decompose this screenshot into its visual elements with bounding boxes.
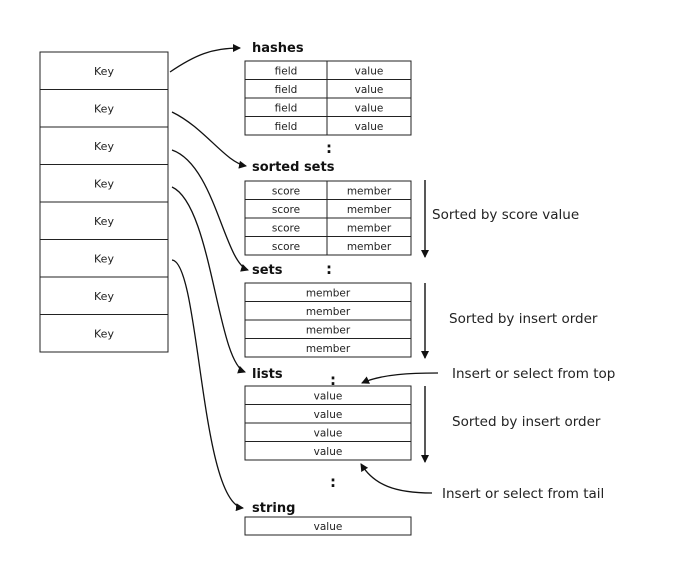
lists-title: lists — [252, 367, 283, 382]
sorted-sets-row-right-text: member — [347, 185, 392, 197]
key-connectors — [169, 44, 249, 512]
hashes-row-left-text: field — [275, 65, 298, 77]
lists-group: lists : value value value value : Sorted by… — [244, 366, 615, 502]
sets-row-text: member — [306, 343, 351, 355]
sets-row-text: member — [306, 324, 351, 336]
string-title: string — [252, 501, 295, 516]
sorted-sets-row-right-text: member — [347, 241, 392, 253]
key-cell: Key — [94, 177, 114, 190]
sets-title: sets — [252, 263, 283, 278]
connector-string — [171, 259, 244, 512]
key-cell: Key — [94, 65, 114, 78]
lists-tail-arrow — [360, 463, 433, 494]
lists-top-ellipsis: : — [330, 371, 336, 389]
hashes-row-right-text: value — [355, 121, 384, 133]
key-cell: Key — [94, 215, 114, 228]
string-value: value — [314, 521, 343, 533]
key-cell: Key — [94, 290, 114, 303]
sorted-sets-title: sorted sets — [252, 160, 335, 175]
sorted-sets-row-left-text: score — [272, 204, 300, 216]
hashes-title: hashes — [252, 41, 304, 56]
sets-note: Sorted by insert order — [449, 311, 598, 327]
string-group: string value — [244, 501, 412, 536]
hashes-row-right-text: value — [355, 84, 384, 96]
sorted-sets-row-right-text: member — [347, 204, 392, 216]
lists-row-text: value — [314, 446, 343, 458]
sets-group: sets member member member member Sorted by … — [244, 263, 598, 359]
lists-tail-note: Insert or select from tail — [442, 486, 604, 502]
hashes-row-left-text: field — [275, 121, 298, 133]
sorted-sets-row-right-text: member — [347, 222, 392, 234]
hashes-row-left-text: field — [275, 102, 298, 114]
sorted-sets-row-left-text: score — [272, 241, 300, 253]
lists-tail-ellipsis: : — [330, 473, 336, 491]
hashes-group: hashes field value field value field value fie… — [244, 41, 412, 157]
string-value-cell — [244, 516, 412, 536]
key-cell: Key — [94, 102, 114, 115]
connector-lists — [171, 186, 246, 374]
connector-sets — [171, 149, 249, 272]
sorted-sets-row-right-cell — [326, 236, 412, 256]
lists-note: Sorted by insert order — [452, 414, 601, 430]
hashes-row-right-cell — [326, 116, 412, 136]
sets-row-text: member — [306, 306, 351, 318]
lists-row-text: value — [314, 390, 343, 402]
sorted-sets-note: Sorted by score value — [432, 207, 579, 223]
hashes-row-left-text: field — [275, 84, 298, 96]
lists-top-note: Insert or select from top — [452, 366, 615, 382]
hashes-ellipsis: : — [326, 139, 332, 157]
sorted-sets-ellipsis: : — [326, 260, 332, 278]
lists-top-arrow — [361, 372, 439, 384]
key-cell: Key — [94, 140, 114, 153]
key-cell: Key — [94, 327, 114, 340]
sorted-sets-row-left-text: score — [272, 222, 300, 234]
hashes-row-right-text: value — [355, 102, 384, 114]
sorted-sets-row-left-text: score — [272, 185, 300, 197]
sets-row-text: member — [306, 287, 351, 299]
hashes-row-right-text: value — [355, 65, 384, 77]
key-cell: Key — [94, 252, 114, 265]
connector-sorted-sets — [171, 111, 247, 169]
lists-row-text: value — [314, 409, 343, 421]
sorted-sets-group: sorted sets score member score member score m… — [244, 160, 579, 278]
lists-row-text: value — [314, 427, 343, 439]
sets-row-cell — [244, 338, 412, 358]
lists-row-cell — [244, 441, 412, 461]
connector-hashes — [169, 44, 241, 73]
